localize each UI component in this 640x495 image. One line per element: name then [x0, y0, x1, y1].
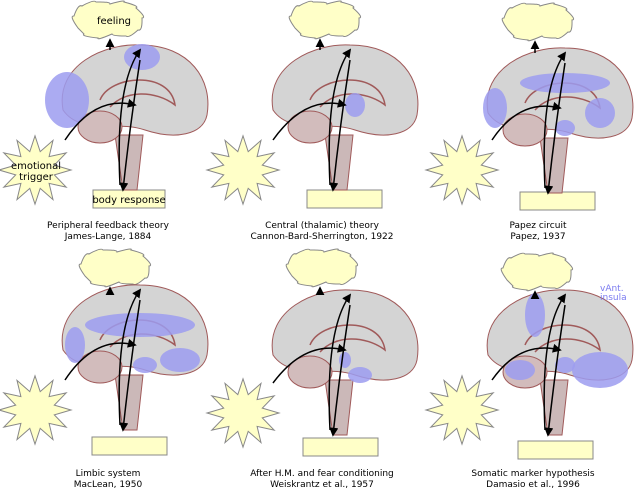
highlight-region [85, 313, 195, 337]
panel-subtitle: MacLean, 1950 [74, 480, 143, 490]
highlight-region [45, 72, 89, 128]
arrow [118, 288, 142, 426]
panel-4 [0, 248, 209, 456]
highlight-region [483, 88, 507, 128]
brainstem [114, 134, 144, 191]
trigger-label-line2: trigger [19, 172, 54, 183]
arrow [272, 98, 347, 141]
brainstem [114, 374, 144, 431]
highlight-region [555, 120, 575, 136]
panel-title: Peripheral feedback theory [47, 221, 170, 231]
trigger-star [424, 134, 500, 206]
brainstem [324, 379, 354, 436]
arrow [544, 304, 566, 437]
panel-1 [0, 0, 209, 209]
arrow [64, 98, 137, 141]
arrow [544, 62, 566, 195]
arrow [328, 48, 352, 186]
feeling-cloud [500, 252, 574, 292]
panel-title: Limbic system [76, 469, 141, 479]
panel-subtitle: Weiskrantz et al., 1957 [270, 480, 374, 490]
arrow [119, 299, 141, 432]
highlight-region [525, 293, 545, 337]
brainstem [539, 137, 569, 194]
arrow [491, 101, 562, 141]
panel-2 [205, 0, 419, 209]
cerebellum [287, 355, 333, 389]
arrow [543, 51, 567, 189]
panel-subtitle: Damasio et al., 1996 [486, 480, 580, 490]
panel-title: After H.M. and fear conditioning [250, 469, 394, 479]
trigger-star [205, 134, 281, 206]
panel-subtitle: Cannon-Bard-Sherrington, 1922 [250, 232, 393, 242]
feeling-cloud [285, 248, 359, 288]
body-response-box [302, 437, 379, 457]
highlight-region [555, 357, 575, 373]
body-response-box [517, 440, 594, 460]
feeling-cloud [78, 248, 152, 288]
panel-subtitle: Papez, 1937 [510, 232, 565, 242]
highlight-region [124, 44, 160, 70]
highlight-region [520, 73, 610, 93]
brainstem [539, 379, 569, 436]
feeling-cloud [501, 2, 575, 42]
arrow [118, 48, 142, 186]
panel-title: Central (thalamic) theory [265, 221, 379, 231]
feeling-cloud [288, 0, 362, 40]
highlight-region [572, 352, 628, 388]
highlight-region [348, 367, 372, 383]
trigger-star [205, 377, 281, 449]
body-response-box [91, 436, 168, 456]
cerebellum [287, 110, 333, 144]
highlight-region [160, 348, 200, 372]
panel-5 [205, 248, 419, 457]
trigger-label-line1: emotional [11, 161, 61, 172]
trigger-star [0, 374, 73, 446]
feeling-cloud [71, 0, 145, 40]
highlight-region [585, 98, 615, 128]
highlight-region [505, 360, 535, 380]
feeling-label: feeling [97, 16, 131, 27]
brainstem [324, 134, 354, 191]
body-response-box [306, 189, 383, 209]
panel-title: Somatic marker hypothesis [471, 469, 595, 479]
arrow [329, 304, 351, 437]
cerebellum [77, 350, 123, 384]
arrow [543, 293, 567, 431]
corpus-callosum [309, 324, 387, 353]
arrow [491, 343, 562, 381]
corpus-callosum [99, 79, 177, 108]
cerebellum [502, 113, 548, 147]
body-response-label: body response [92, 195, 165, 206]
arrow [64, 338, 137, 381]
insula-label-line1: vAnt. [600, 284, 624, 294]
arrow [328, 293, 352, 431]
arrow [329, 59, 351, 192]
corpus-callosum [309, 79, 387, 108]
insula-label-line2: insula [600, 293, 627, 303]
panel-subtitle: James-Lange, 1884 [64, 232, 152, 242]
panel-6 [424, 252, 634, 460]
trigger-star [0, 134, 73, 206]
highlight-region [133, 357, 157, 373]
highlight-region [65, 327, 85, 363]
arrow [119, 59, 141, 192]
cerebellum [77, 110, 123, 144]
trigger-star [424, 374, 500, 446]
highlight-region [345, 93, 365, 117]
arrow [272, 343, 347, 384]
panel-title: Papez circuit [509, 221, 566, 231]
panel-3 [424, 2, 634, 211]
body-response-box [519, 191, 596, 211]
